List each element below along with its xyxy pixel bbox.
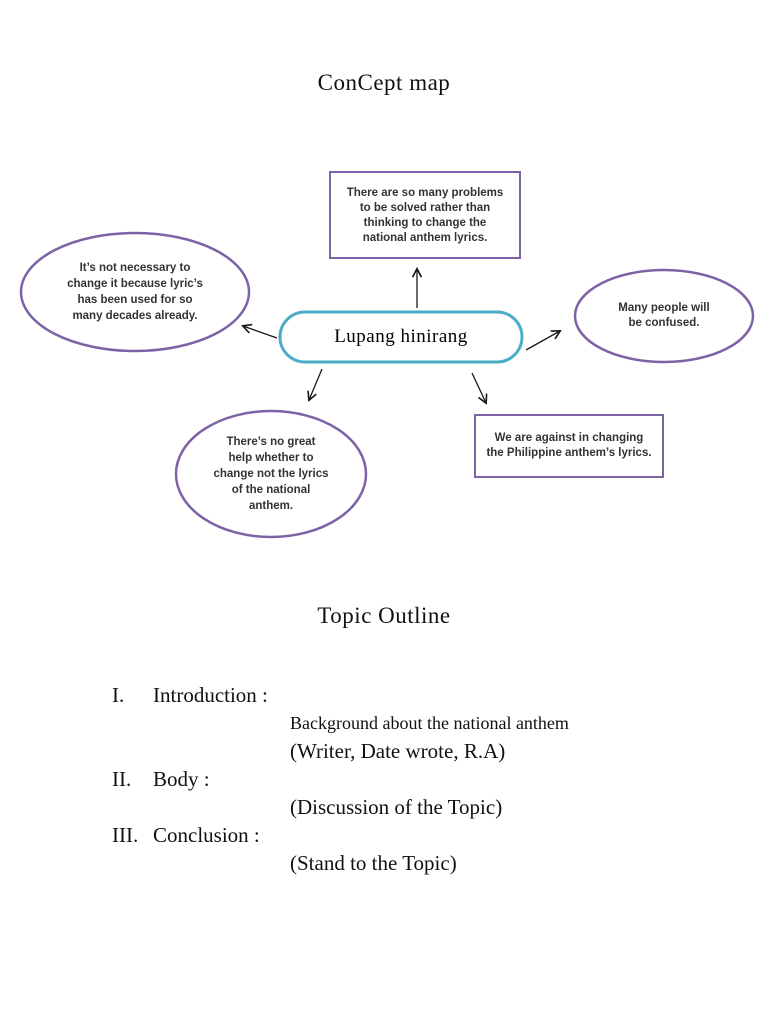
topic-outline: I. Introduction : Background about the n…: [112, 681, 672, 877]
outline-item-body: II. Body :: [112, 765, 672, 793]
outline-numeral: I.: [112, 683, 125, 707]
right-ellipse-shape: [573, 268, 755, 364]
outline-heading: Conclusion :: [153, 823, 260, 847]
arrow-to-left-ellipse: [243, 326, 278, 339]
bottom-right-box-text: We are against in changing the Philippin…: [486, 432, 652, 459]
concept-map: There are so many problems to be solved …: [19, 171, 755, 539]
right-ellipse-text: Many people will be confused.: [618, 302, 710, 329]
top-box-shape: [329, 171, 521, 259]
outline-item-conclusion: III. Conclusion :: [112, 821, 672, 849]
outline-subitem: (Discussion of the Topic): [290, 795, 503, 819]
bottom-left-ellipse-text: There’s no great help whether to change …: [213, 436, 329, 512]
left-ellipse-shape: [19, 231, 251, 353]
outline-heading: Introduction :: [153, 683, 268, 707]
outline-item-introduction: I. Introduction :: [112, 681, 672, 709]
outline-heading: Body :: [153, 767, 210, 791]
top-box-text: There are so many problems to be solved …: [346, 187, 504, 244]
bottom-right-box-shape: [474, 414, 664, 478]
outline-numeral: II.: [112, 767, 132, 791]
arrow-to-right-ellipse: [525, 331, 560, 351]
arrow-to-bottom-right-box: [471, 372, 486, 403]
page-title: ConCept map: [317, 70, 451, 95]
left-ellipse-text: It’s not necessary to change it because …: [67, 262, 203, 322]
arrow-to-bottom-left-ellipse: [309, 368, 323, 400]
outline-title: Topic Outline: [317, 603, 451, 628]
outline-numeral: III.: [112, 823, 139, 847]
outline-subitem: (Writer, Date wrote, R.A): [290, 739, 506, 763]
center-node-shape: [278, 310, 524, 364]
outline-subitem: (Stand to the Topic): [290, 851, 457, 875]
outline-subitem: Background about the national anthem: [290, 713, 569, 733]
bottom-left-ellipse-shape: [174, 409, 368, 539]
concept-map-canvas: [19, 171, 755, 539]
center-node-label: Lupang hinirang: [334, 326, 468, 347]
